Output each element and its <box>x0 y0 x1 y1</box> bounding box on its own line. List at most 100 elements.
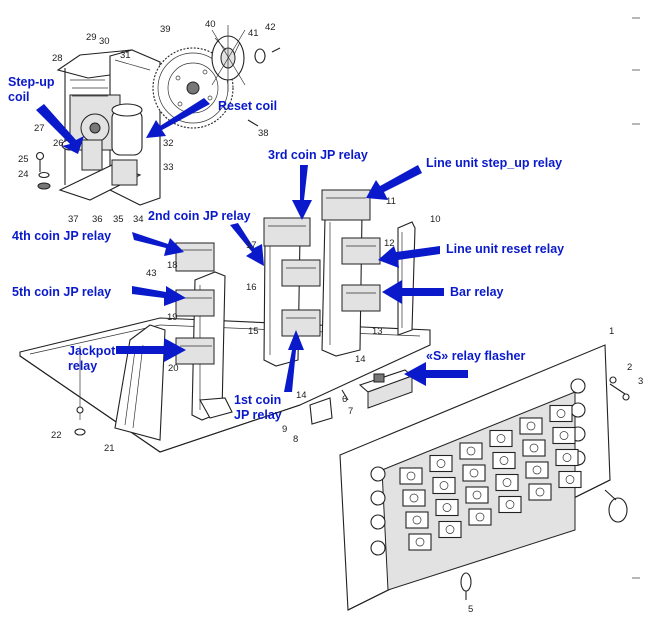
part-27: 27 <box>34 123 45 134</box>
part-1: 1 <box>609 326 614 337</box>
panel-lamps-left <box>370 466 386 556</box>
s-relay-flasher <box>309 369 414 425</box>
label-jackpot-line1: Jackpot <box>68 344 116 358</box>
panel-socket <box>408 533 432 551</box>
part-29: 29 <box>86 32 97 43</box>
panel-socket <box>525 461 549 479</box>
part-41: 41 <box>248 28 259 39</box>
panel-socket <box>498 495 522 514</box>
panel-socket <box>528 483 552 501</box>
panel-socket-lamp <box>469 468 479 478</box>
panel-hardware <box>460 376 630 600</box>
part-20: 20 <box>168 363 179 374</box>
panel-socket-lamp <box>442 503 452 512</box>
label-s-relay-flasher: «S» relay flasher <box>426 349 526 363</box>
arrow-3rd-coin <box>292 165 312 220</box>
label-1st-coin-line2: JP relay <box>234 408 282 422</box>
part-10: 10 <box>430 214 441 225</box>
panel-socket-lamp <box>439 481 449 490</box>
panel-socket-lamp <box>475 512 485 522</box>
relay-bracket-middle <box>263 217 321 367</box>
panel-socket <box>432 476 456 495</box>
part-32: 32 <box>163 138 174 149</box>
panel-socket-lamp <box>529 443 539 453</box>
part-21: 21 <box>104 443 115 454</box>
panel-socket-lamp <box>562 453 572 462</box>
panel-socket <box>465 486 489 504</box>
panel-socket <box>459 442 483 460</box>
part-7: 7 <box>348 406 353 417</box>
panel-socket <box>429 454 453 473</box>
arrow-line-reset <box>378 246 440 268</box>
margin-ticks <box>632 17 640 579</box>
panel-socket-lamp <box>406 471 416 481</box>
part-26: 26 <box>53 138 64 149</box>
part-14b: 14 <box>296 390 307 401</box>
relay-bracket-right <box>321 189 381 357</box>
panel-socket-lamp <box>556 409 566 418</box>
panel-socket <box>492 451 516 470</box>
arrow-1st-coin <box>284 330 304 392</box>
arrow-s-flasher <box>404 362 468 386</box>
panel-socket <box>462 464 486 482</box>
arrow-step-up-coil <box>36 104 84 154</box>
label-2nd-coin: 2nd coin JP relay <box>148 209 251 223</box>
part-38: 38 <box>258 128 269 139</box>
part-25: 25 <box>18 154 29 165</box>
panel-socket-lamp <box>466 446 476 456</box>
label-1st-coin-line1: 1st coin <box>234 393 281 407</box>
part-35: 35 <box>113 214 124 225</box>
panel-socket <box>405 511 429 529</box>
part-3: 3 <box>638 376 643 387</box>
part-42: 42 <box>265 22 276 33</box>
part-40: 40 <box>205 19 216 30</box>
part-43: 43 <box>146 268 157 279</box>
part-30: 30 <box>99 36 110 47</box>
panel-socket <box>552 426 576 445</box>
arrow-line-step-up <box>366 165 422 200</box>
panel-socket <box>435 498 459 517</box>
panel-socket <box>468 508 492 526</box>
label-jackpot-line2: relay <box>68 359 97 373</box>
part-13: 13 <box>372 326 383 337</box>
label-reset-coil: Reset coil <box>218 99 277 113</box>
part-14a: 14 <box>355 354 366 365</box>
panel-socket <box>558 470 582 489</box>
reset-disc-39 <box>152 25 281 129</box>
part-31: 31 <box>120 50 131 61</box>
panel-socket-lamp <box>532 465 542 475</box>
arrow-jackpot <box>116 338 186 362</box>
annotation-arrows <box>36 98 468 392</box>
panel-socket <box>489 429 513 448</box>
panel-socket-lamp <box>505 500 515 509</box>
arrow-5th-coin <box>132 286 186 306</box>
panel-socket-lamp <box>409 493 419 503</box>
part-6: 6 <box>342 394 347 405</box>
part-22: 22 <box>51 430 62 441</box>
panel-socket-lamp <box>535 487 545 497</box>
panel-socket <box>549 404 573 423</box>
panel-socket <box>519 417 543 435</box>
part-18: 18 <box>167 260 178 271</box>
bracket-10 <box>397 221 416 336</box>
label-line-unit-step-up: Line unit step_up relay <box>426 156 562 170</box>
part-34: 34 <box>133 214 144 225</box>
part-28: 28 <box>52 53 63 64</box>
panel-socket-lamp <box>499 456 509 465</box>
label-4th-coin: 4th coin JP relay <box>12 229 111 243</box>
panel-socket-lamp <box>412 515 422 525</box>
part-19: 19 <box>167 312 178 323</box>
panel-socket-grid <box>399 404 582 551</box>
arrow-4th-coin <box>132 232 184 256</box>
label-step-up-coil-line2: coil <box>8 90 30 104</box>
part-39: 39 <box>160 24 171 35</box>
panel-socket-lamp <box>502 478 512 487</box>
label-bar-relay: Bar relay <box>450 285 504 299</box>
part-8: 8 <box>293 434 298 445</box>
panel-socket-lamp <box>559 431 569 440</box>
part-5: 5 <box>468 604 473 615</box>
panel-socket-lamp <box>526 421 536 431</box>
label-5th-coin: 5th coin JP relay <box>12 285 111 299</box>
